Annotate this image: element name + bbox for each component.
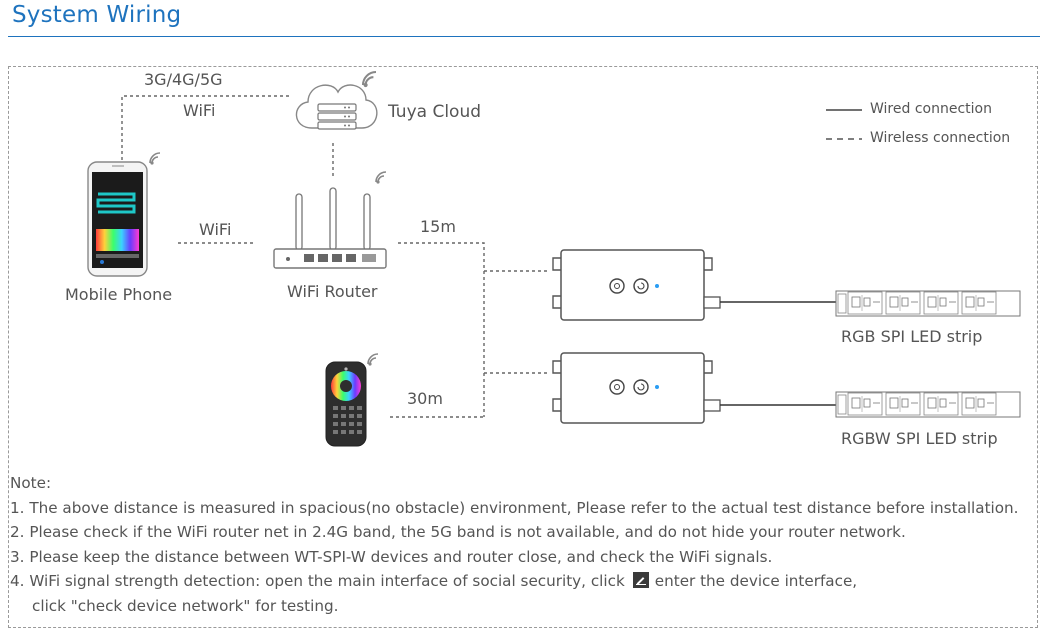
wifi-signal-icon [367,353,379,367]
controller-icon-bottom [552,352,721,424]
note-item-1: 1. The above distance is measured in spa… [10,498,1019,517]
mobile-phone-label: Mobile Phone [65,285,173,304]
note-item-4-text: 4. WiFi signal strength detection: open … [10,572,625,590]
wifi-signal-icon [375,171,387,185]
note-item-4: 4. WiFi signal strength detection: open … [10,569,1035,594]
wired-links [720,301,836,406]
remote-icon [325,361,367,447]
wifi-signal-icon [361,70,378,89]
distance-30m-label: 30m [407,389,443,408]
legend [826,109,862,140]
legend-wired-label: Wired connection [870,101,992,117]
legend-wireless-label: Wireless connection [870,130,1011,146]
page-title: System Wiring [12,2,182,28]
link-phone-cloud [121,95,290,160]
led-strip-icon-rgb [835,290,1021,317]
phone-icon [87,161,148,277]
note-item-3: 3. Please keep the distance between WT-S… [10,547,773,566]
wifi-signal-icon [149,152,161,166]
rgb-strip-label: RGB SPI LED strip [841,327,983,346]
notes-section: Note: 1. The above distance is measured … [10,471,1035,618]
distance-15m-label: 15m [420,217,456,236]
cloud-server-icon [295,84,378,130]
controller-icon-top [552,249,721,321]
note-item-4-text-cont: enter the device interface, [654,572,858,590]
cellular-label: 3G/4G/5G [144,70,223,89]
wifi-cloud-label: WiFi [183,101,216,120]
diagram-frame [8,66,1038,628]
note-item-4-line2: click "check device network" for testing… [32,596,339,615]
router-icon [273,187,387,269]
title-underline [8,36,1040,37]
wifi-phone-router-label: WiFi [199,220,232,239]
edit-icon [632,572,649,588]
wireless-links [121,95,549,418]
led-strip-icon-rgbw [835,391,1021,418]
rgbw-strip-label: RGBW SPI LED strip [841,429,998,448]
tuya-cloud-label: Tuya Cloud [388,102,482,122]
note-item-2: 2. Please check if the WiFi router net i… [10,523,906,541]
notes-heading: Note: [10,474,52,492]
link-router-controllers [398,242,485,417]
wifi-router-label: WiFi Router [287,282,378,301]
